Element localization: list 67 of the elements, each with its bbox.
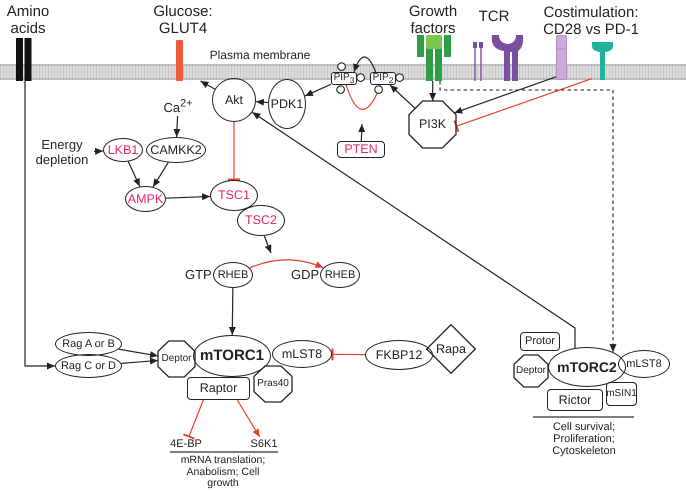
octagon-node: PI3K: [409, 101, 456, 148]
rounded-box: Raptor: [187, 377, 250, 400]
ellipse-node: mLST8: [618, 350, 670, 378]
arrow: [118, 348, 158, 358]
text-label: Energy depletion: [30, 136, 94, 170]
ellipse-node: RHEB: [320, 262, 360, 288]
arrow: [429, 81, 436, 101]
octagon-node: Pras40: [254, 366, 292, 402]
receptor-icon: [556, 35, 567, 80]
arrow: [173, 116, 180, 138]
arrow: [152, 162, 169, 188]
ellipse-node: TSC2: [237, 205, 285, 236]
arrow: [166, 193, 210, 200]
ellipse-node: RHEB: [213, 262, 253, 288]
molecule-box: PIP$_{3}$: [331, 72, 357, 85]
ellipse-node: Akt: [212, 78, 256, 122]
ellipse-node: PDK1: [268, 79, 306, 129]
text-label: 4E-BP: [166, 437, 206, 451]
receptor-label: Growth factors: [408, 3, 458, 37]
arrow: [236, 400, 260, 438]
ellipse-node: AMPK: [125, 186, 166, 212]
arrow: [390, 84, 416, 109]
curved-arrow: [353, 56, 376, 72]
arrow: [24, 81, 55, 370]
arrow: [454, 76, 556, 114]
arrow: [264, 236, 272, 254]
arrow: [256, 98, 268, 106]
text-label: Ca$^{2+}$: [163, 98, 193, 116]
ellipse-node: TSC1: [210, 180, 258, 211]
outcome-text: mRNA translation; Anabolism; Cell growth: [180, 455, 266, 490]
nucleotide-label: GTP: [185, 267, 212, 283]
octagon-node: Deptor: [158, 341, 195, 377]
ellipse-node: mTORC2: [548, 347, 626, 387]
octagon-node: Deptor: [514, 355, 548, 387]
arrow: [200, 80, 216, 90]
membrane-label: Plasma membrane: [208, 49, 312, 62]
ellipse-node: Rag A or B: [55, 332, 122, 356]
text-label: S6K1: [246, 437, 282, 451]
arrow: [121, 358, 158, 365]
curved-arrow: [250, 259, 324, 268]
arrow: [128, 161, 140, 187]
text-label: Costimulation: CD28 vs PD-1: [533, 3, 649, 39]
receptor-label: Amino acids: [6, 3, 50, 37]
ellipse-node: CAMKK2: [146, 137, 206, 163]
diamond-node: Rapa: [426, 324, 476, 374]
ellipse-node: mLST8: [272, 340, 332, 368]
rounded-box: mSIN1: [606, 382, 637, 406]
arrow: [94, 148, 104, 155]
ellipse-node: mTORC1: [193, 335, 271, 377]
ellipse-node: LKB1: [103, 138, 143, 162]
rounded-box: Rictor: [547, 389, 603, 411]
dashed-arrow: [439, 81, 616, 352]
rounded-box: Protor: [520, 332, 560, 351]
rounded-box: PTEN: [337, 141, 385, 158]
receptor-label: TCR: [478, 8, 510, 25]
arrow: [252, 112, 576, 348]
arrow: [358, 124, 366, 142]
arrow: [304, 84, 332, 96]
outcome-text: Cell survival; Proliferation; Cytoskeleton: [551, 421, 617, 458]
molecule-box: PIP$_{2}$: [370, 72, 396, 85]
arrow: [228, 288, 236, 335]
receptor-label: Glucose: GLUT4: [152, 3, 214, 37]
curved-arrow: [346, 84, 382, 110]
ellipse-node: Rag C or D: [55, 354, 122, 378]
receptor-icon: [592, 40, 613, 80]
nucleotide-label: GDP: [291, 267, 320, 283]
ellipse-node: FKBP12: [365, 340, 433, 370]
